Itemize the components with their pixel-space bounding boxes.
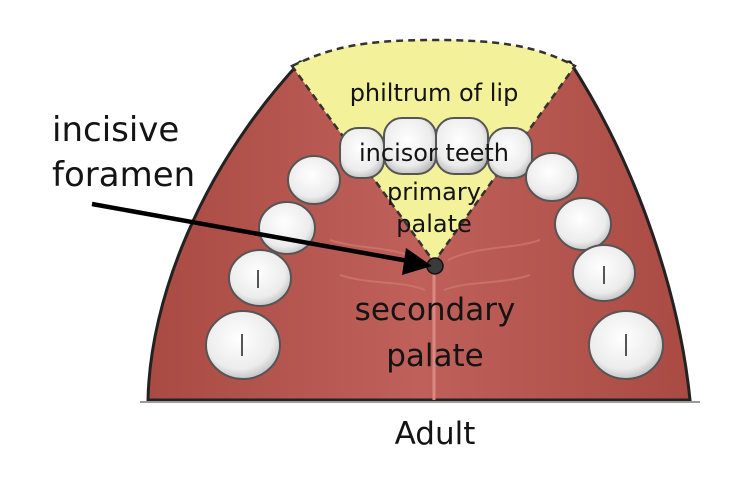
secondary-palate-label-line2: palate [386,338,484,374]
incisive-foramen-arrowhead [402,248,432,275]
premolar-tooth [258,201,316,255]
secondary-palate-label-line1: secondary [354,292,516,328]
incisor-teeth-label: incisor teeth [359,139,509,167]
canine-tooth [525,152,579,202]
primary-palate-label-line2: palate [396,210,472,238]
premolar-tooth [228,249,292,307]
incisive-foramen-label-line2: foramen [52,155,196,195]
primary-palate-label-line1: primary [387,178,481,206]
caption: Adult [394,416,476,452]
canine-tooth [287,155,341,205]
philtrum-label: philtrum of lip [349,79,519,107]
premolar-tooth [554,197,612,251]
tooth-grooves [241,266,627,356]
incisive-foramen-arrow-line [91,201,415,265]
incisive-foramen-label-line1: incisive [52,110,180,150]
incisor-tooth [487,127,533,179]
left-teeth [205,155,341,380]
incisor-teeth [339,117,533,179]
